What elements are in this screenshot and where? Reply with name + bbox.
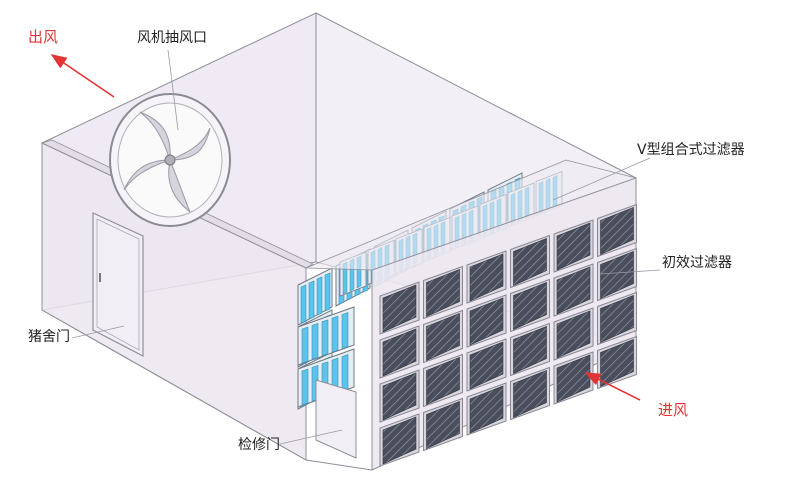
- primary-filter-panel: [553, 219, 594, 273]
- label-air-in: 进风: [658, 401, 689, 419]
- primary-filter-panel: [466, 294, 507, 348]
- label-fan-inlet: 风机抽风口: [137, 30, 207, 46]
- primary-filter-panel: [466, 338, 507, 392]
- pig-house-door: [92, 212, 144, 357]
- label-pig-door: 猪舍门: [28, 329, 70, 345]
- label-primary-filter: 初效过滤器: [662, 255, 732, 271]
- primary-filter-panel: [510, 366, 550, 421]
- leader-lines: [71, 49, 661, 445]
- primary-filter-panel: [553, 307, 594, 361]
- label-v-filter: V型组合式过滤器: [637, 142, 745, 158]
- primary-filter-panel: [379, 325, 420, 379]
- primary-filter-panel: [466, 250, 507, 304]
- v-filter-module: [297, 267, 333, 326]
- primary-filter-panel: [510, 234, 550, 289]
- exhaust-fan-icon: [109, 93, 231, 227]
- label-exhaust-out: 出风: [28, 28, 59, 46]
- leader-service-door: [279, 429, 343, 445]
- intake-arrow: [584, 372, 641, 401]
- primary-filter-panel: [379, 281, 420, 335]
- leader-pig-door: [71, 325, 125, 339]
- primary-filter-panel: [379, 369, 420, 423]
- primary-filter-panel: [597, 291, 637, 346]
- exhaust-arrow: [50, 54, 115, 98]
- primary-filter-panel: [379, 413, 420, 467]
- primary-filter-panel: [466, 382, 507, 436]
- primary-filter-panel: [423, 353, 463, 408]
- leader-primary-filter: [599, 269, 661, 275]
- primary-filter-panel: [423, 265, 463, 320]
- leader-v-filter: [552, 157, 651, 201]
- v-filter-module: [297, 348, 355, 408]
- v-filter-module: [297, 306, 355, 366]
- primary-filter-panel: [423, 397, 463, 452]
- primary-filter-panel: [510, 322, 550, 377]
- primary-filter-panel: [423, 309, 463, 364]
- primary-filter-panel: [510, 278, 550, 333]
- leader-fan: [167, 49, 179, 131]
- primary-filter-panel: [597, 335, 637, 390]
- primary-filter-panel: [553, 351, 594, 405]
- right-wall-top: [305, 159, 638, 271]
- primary-filter-panel: [553, 263, 594, 317]
- label-service-door: 检修门: [238, 437, 280, 453]
- primary-filter-panel: [597, 203, 637, 258]
- service-door: [315, 379, 357, 459]
- primary-filter-panel: [597, 247, 637, 302]
- primary-filter-bank: [379, 203, 637, 467]
